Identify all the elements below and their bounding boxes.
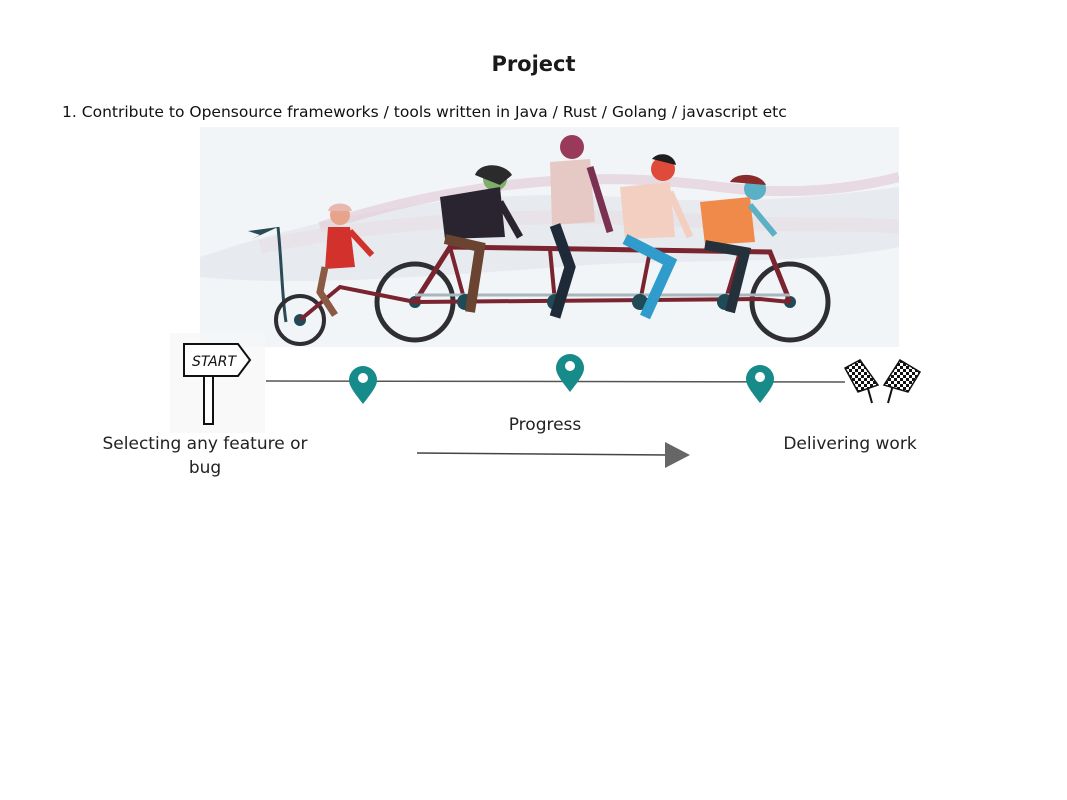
tandem-bicycle-team-icon — [200, 135, 899, 346]
list-item-text: Contribute to Opensource frameworks / to… — [81, 103, 787, 121]
checkered-flags-icon — [843, 358, 922, 404]
progress-label: Progress — [508, 415, 582, 435]
map-pin-icon — [746, 365, 774, 403]
end-label: Delivering work — [783, 434, 917, 454]
map-pin-icon — [556, 354, 584, 392]
start-sign-text: START — [192, 354, 237, 370]
tandem-bicycle-illustration — [200, 127, 899, 347]
start-label: Selecting any feature or bug — [102, 434, 308, 478]
progress-arrow-icon — [416, 442, 690, 468]
list-item-number: 1. — [62, 103, 77, 121]
list-item: 1.Contribute to Opensource frameworks / … — [62, 103, 787, 121]
page-title: Project — [491, 52, 576, 76]
map-pin-icon — [349, 366, 377, 404]
start-sign-icon: START — [183, 343, 252, 425]
